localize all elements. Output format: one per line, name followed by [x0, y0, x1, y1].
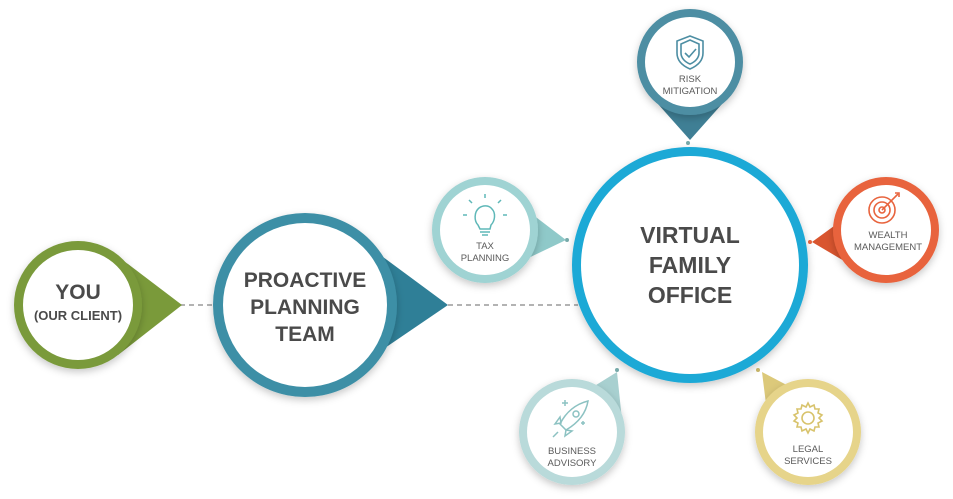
gear-icon	[792, 401, 824, 435]
legal-services-node: LEGAL SERVICES	[755, 372, 861, 485]
wealth-line1: WEALTH	[869, 230, 908, 241]
dot-risk	[686, 141, 690, 145]
team-line3: TEAM	[275, 323, 335, 346]
tax-planning-node: TAX PLANNING	[432, 177, 566, 283]
business-advisory-node: BUSINESS ADVISORY	[519, 372, 625, 485]
you-sublabel: (OUR CLIENT)	[34, 308, 122, 323]
you-node: YOU (OUR CLIENT)	[14, 241, 182, 369]
risk-mitigation-node: RISK MITIGATION	[637, 9, 743, 140]
wealth-line2: MANAGEMENT	[854, 242, 922, 253]
team-line1: PROACTIVE	[244, 269, 367, 292]
legal-line2: SERVICES	[784, 456, 832, 467]
virtual-family-office-node: VIRTUAL FAMILY OFFICE	[572, 147, 808, 383]
rocket-icon	[552, 399, 589, 438]
lightbulb-icon	[463, 194, 507, 236]
business-line2: ADVISORY	[548, 458, 598, 469]
you-label: YOU	[55, 281, 101, 304]
risk-line1: RISK	[679, 74, 702, 85]
target-icon	[868, 192, 900, 224]
tax-line2: PLANNING	[461, 253, 510, 264]
vfo-line1: VIRTUAL	[640, 222, 740, 248]
dot-tax	[565, 238, 569, 242]
risk-line2: MITIGATION	[663, 86, 718, 97]
team-line2: PLANNING	[250, 296, 360, 319]
vfo-line2: FAMILY	[649, 252, 731, 278]
dot-wealth	[808, 240, 812, 244]
wealth-management-node: WEALTH MANAGEMENT	[812, 177, 939, 283]
dot-business	[615, 368, 619, 372]
tax-line1: TAX	[476, 241, 494, 252]
proactive-team-node: PROACTIVE PLANNING TEAM	[213, 213, 448, 397]
vfo-line3: OFFICE	[648, 282, 732, 308]
dot-legal	[756, 368, 760, 372]
business-line1: BUSINESS	[548, 446, 596, 457]
shield-check-icon	[676, 35, 704, 70]
legal-line1: LEGAL	[793, 444, 824, 455]
